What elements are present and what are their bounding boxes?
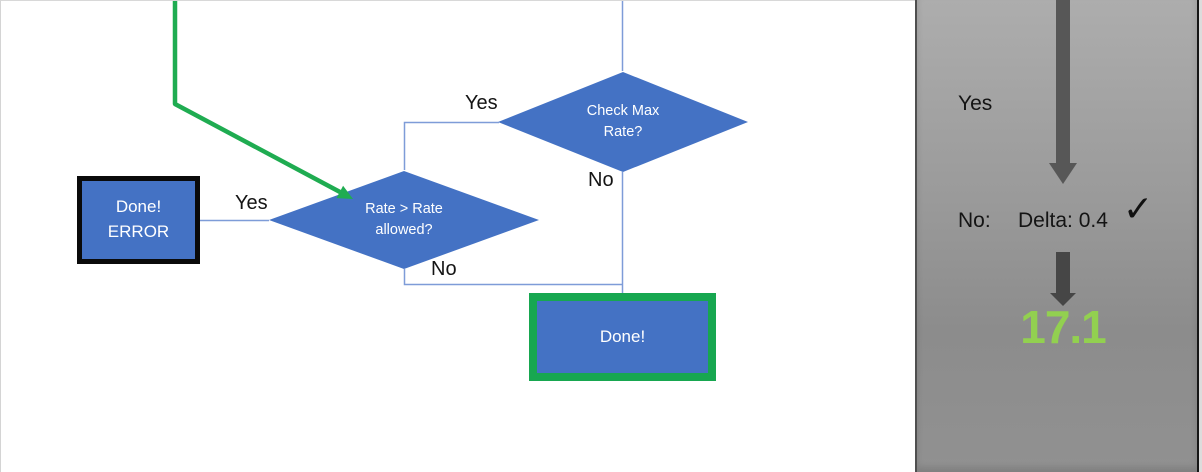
down-arrow-long-shaft [1056,0,1070,163]
panel-no-label: No: [958,209,991,232]
result-value: 17.1 [1020,301,1107,353]
decision-check-max-rate: Check Max Rate? [498,72,748,172]
decision-max-line2: Rate? [603,124,643,140]
error-terminator-box: Done! ERROR [77,176,200,264]
down-arrow-short-head-icon [1050,293,1076,306]
down-arrow-short-shaft [1056,252,1070,293]
checkmark-icon: ✓ [1123,188,1154,229]
decision-max-line1: Check Max [586,102,660,119]
down-arrow-long-head-icon [1049,163,1077,184]
done-terminator-box: Done! [529,293,716,381]
error-box-line2: ERROR [107,222,170,241]
green-flow-arrow-line [172,1,342,194]
decision-rate-line1: Rate > Rate [365,200,443,217]
panel-yes-label: Yes [958,92,993,115]
window-edge-strip [1199,0,1202,472]
decision-rate-line2: allowed? [375,222,433,238]
error-box-line1: Done! [115,197,162,217]
branch-label-max-no: No [588,169,614,191]
panel-right-edge-line [1197,0,1199,472]
connector-max-yes [403,121,499,170]
done-box-label: Done! [599,327,646,346]
decision-rate-allowed: Rate > Rate allowed? [269,171,539,269]
branch-label-rate-yes: Yes [235,192,268,214]
branch-label-max-yes: Yes [465,92,498,114]
panel-delta-value: Delta: 0.4 [1018,209,1108,232]
flowchart-area: Done! ERROR Check Max Rate? Rate > Rate … [0,0,915,472]
branch-label-rate-no: No [431,258,457,280]
side-panel: Yes No: Delta: 0.4 ✓ 17.1 [915,0,1197,472]
